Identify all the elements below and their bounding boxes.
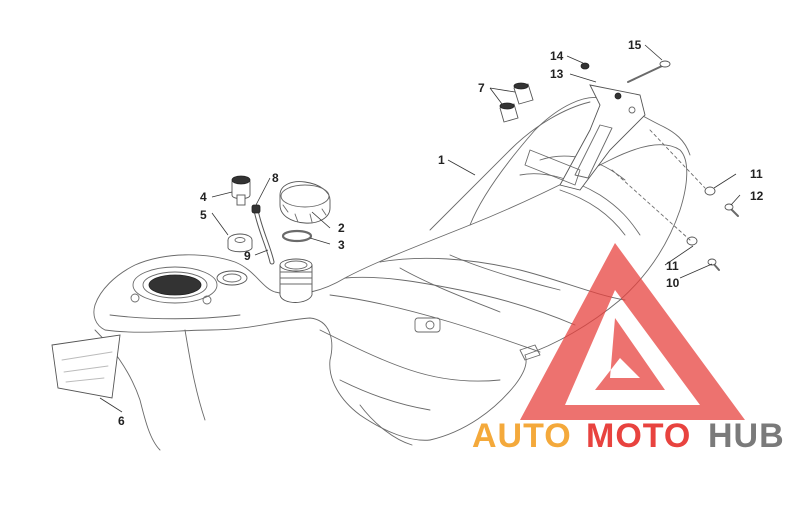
- mounting-bracket: [524, 84, 646, 191]
- rubber-bumpers: [499, 82, 534, 123]
- logo-word-hub: HUB: [708, 417, 785, 455]
- callout-3: 3: [338, 238, 345, 252]
- logo-triangle: [520, 243, 745, 420]
- fuel-tank: [93, 97, 691, 451]
- logo-word-moto: MOTO: [586, 417, 691, 455]
- callout-4: 4: [200, 190, 207, 204]
- callout-15: 15: [628, 38, 642, 52]
- watermark-logo: [520, 243, 745, 420]
- callout-13: 13: [550, 67, 564, 81]
- callout-14: 14: [550, 49, 564, 63]
- grommet: [227, 233, 253, 253]
- fuel-pump-fitting: [231, 175, 251, 206]
- callout-10: 10: [666, 276, 680, 290]
- o-ring: [281, 229, 313, 243]
- callout-7: 7: [478, 81, 485, 95]
- logo-inner-mark: [595, 318, 665, 390]
- callout-11-lower: 11: [666, 259, 679, 273]
- warning-decal: [51, 334, 121, 399]
- callout-6: 6: [118, 414, 125, 428]
- watermark-text: AUTO MOTO HUB: [472, 417, 785, 455]
- leader-lines: [99, 44, 741, 413]
- callout-labels: 1 2 3 4 5 6 7 8 9 10 11 11 12 13 14 15: [118, 38, 764, 428]
- callout-12: 12: [750, 189, 764, 203]
- fasteners: [580, 60, 739, 271]
- logo-word-auto: AUTO: [472, 417, 572, 455]
- callout-2: 2: [338, 221, 345, 235]
- callout-8: 8: [272, 171, 279, 185]
- callout-1: 1: [438, 153, 445, 167]
- vent-hose: [251, 204, 275, 265]
- callout-5: 5: [200, 208, 207, 222]
- filler-neck: [279, 258, 313, 303]
- callout-11-upper: 11: [750, 167, 763, 181]
- callout-9: 9: [244, 249, 251, 263]
- fuel-cap: [279, 181, 331, 224]
